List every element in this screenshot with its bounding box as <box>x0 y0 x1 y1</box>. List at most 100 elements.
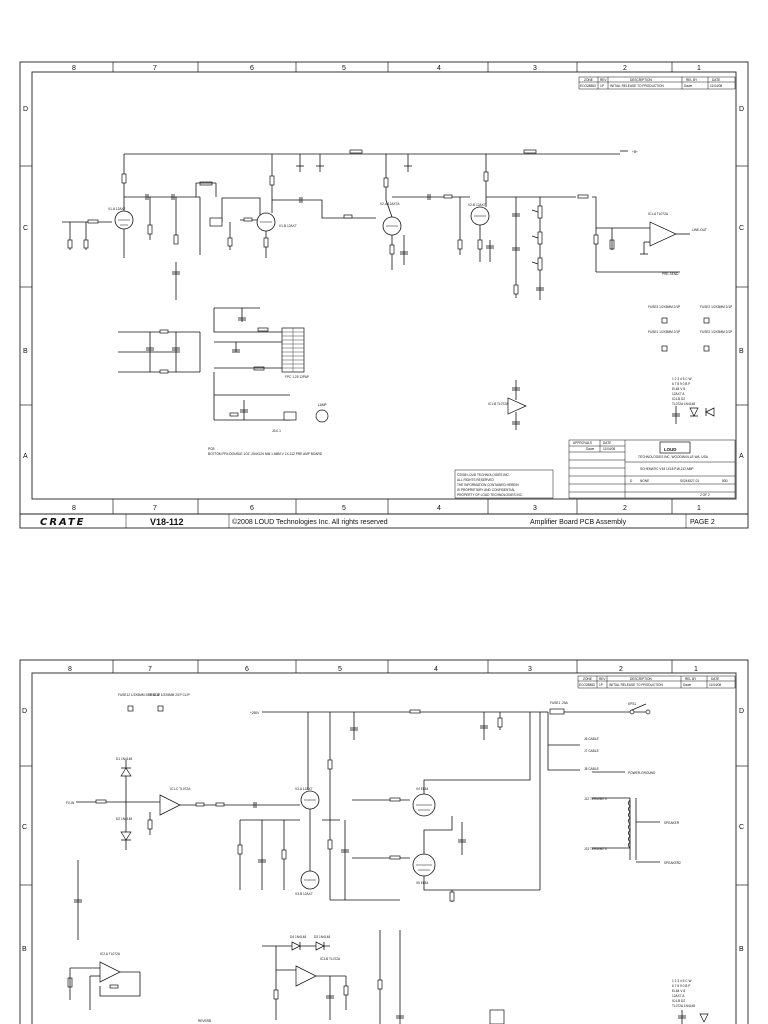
sheet-2: 8 7 6 5 4 3 2 1 D C B D C B ZONE REV DES… <box>19 659 749 1024</box>
zone-col-7-bottom: 7 <box>153 505 157 512</box>
s2-connectors: J6 CABLE J7 CABLE J8 CABLE POWER-GROUND … <box>547 712 681 865</box>
s2-zone-col-2: 2 <box>619 666 623 673</box>
zone-row-d: D <box>23 106 28 113</box>
copyright-block: ©2008 LOUD TECHNOLOGIES INC. ALL RIGHTS … <box>454 469 554 499</box>
zone-col-4: 4 <box>437 65 441 72</box>
s2-zone-col-4: 4 <box>434 666 438 673</box>
tube-v1b-label: V1-B 12AX7 <box>279 224 297 228</box>
s2-opamp-ic2a-symbol <box>99 961 121 983</box>
rev-value-block: 80D <box>722 479 729 483</box>
tube-v2a-label: V2-A 12AX7A <box>380 202 400 206</box>
zone-row-a: A <box>23 453 28 460</box>
rev-description: INITIAL RELEASE TO PRODUCTION <box>610 84 664 88</box>
s2-opamp-ic3b-symbol <box>295 965 317 987</box>
doc-number: S0244527-01 <box>680 479 699 483</box>
s2-d3-symbol <box>315 941 325 951</box>
s2-ic1c-label: IC1-C TL072A <box>170 787 191 791</box>
s2-plus250-label: +250V <box>250 711 260 715</box>
s2-kps1-label: KPS1 <box>628 702 636 706</box>
s2-zone-row-b-right: B <box>739 946 744 953</box>
s2-j13-label: J13 TERM/B/T4 <box>584 847 607 851</box>
crate-logo: CRATE <box>40 517 85 528</box>
zone-row-c-right: C <box>739 225 744 232</box>
s2-d1-symbol <box>120 767 132 777</box>
s2-rev-header-relby: REL BY <box>685 677 697 681</box>
s2-speaker-label: SPEAKER <box>664 821 680 825</box>
zone-col-3-bottom: 3 <box>533 505 537 512</box>
s2-rev-header-zone: ZONE <box>583 677 592 681</box>
s2-zone-col-7: 7 <box>148 666 152 673</box>
s2-output-tubes: V4 EL84 V5 EL84 <box>352 712 541 902</box>
s2-opamp-ic1c-symbol <box>159 794 181 816</box>
s2-zone-row-b: B <box>22 946 27 953</box>
zone-col-6: 6 <box>250 65 254 72</box>
sheet-1: 8 7 6 5 4 3 2 1 8 7 6 5 4 3 2 1 D C B A … <box>19 61 749 529</box>
scale-value: NONE <box>640 479 649 483</box>
opamp-ic1a-label: IC1-A TL072A <box>648 212 669 216</box>
revision-table: ZONE REV DESCRIPTION REL BY DATE ECO2888… <box>578 76 736 90</box>
s2-opamp-ic3b: D4 1N4148 D3 1N4148 IC3-B TL072A <box>262 930 505 1024</box>
zone-row-b: B <box>23 348 28 355</box>
footer-assembly: Amplifier Board PCB Assembly <box>530 519 627 526</box>
rev-date: 11/04/08 <box>710 84 722 88</box>
zone-col-7: 7 <box>153 65 157 72</box>
zone-col-5-bottom: 5 <box>342 505 346 512</box>
s2-d4-label: D4 1N4148 <box>290 935 306 939</box>
pin-legend-6: TL072A 1N4148 <box>672 402 695 406</box>
fuse-2-label: FUSE2 1/2X5MM 2/1P <box>700 305 732 309</box>
s2-revision-table: ZONE REV DESCRIPTION REL BY DATE ECO2888… <box>577 675 736 689</box>
tube-v2b-label: V2-B 12AX7 <box>468 203 486 207</box>
zone-row-c: C <box>23 225 28 232</box>
zone-col-4-bottom: 4 <box>437 505 441 512</box>
s2-zone-row-d: D <box>22 708 27 715</box>
s2-pin-legend-1: 1 2 3 4 5 C W <box>672 979 692 983</box>
second-stage: V2-A 12AX7A V2-B 12AX7 <box>380 171 707 300</box>
copyright-line-5: PROPERTY OF LOUD TECHNOLOGIES INC. <box>457 493 523 497</box>
connector-label: FPC 1.25 12PAP <box>285 375 309 379</box>
fuse-3-label: FUSE3 1/2X5MM 2/1P <box>648 305 680 309</box>
s2-tube-v3b-label: V3-B 12AX7 <box>295 892 313 896</box>
sheet-1-inner-frame <box>31 71 737 500</box>
pin-legend-5: IC4-B D2 <box>672 397 685 401</box>
s2-rev-header-date: DATE <box>711 677 719 681</box>
s2-fx-in-label: FX-IN <box>66 801 75 805</box>
zone-col-2: 2 <box>623 65 627 72</box>
s2-rev-header-description: DESCRIPTION <box>630 677 652 681</box>
company-address: TECHNOLOGIES INC. WOODINVILLE WA. USA <box>638 455 709 459</box>
title-block: APPROVALS DATE Dawe 11/04/08 LOUD TECHNO… <box>568 439 736 499</box>
pin-legend-2: 6 7 8 9 0 B P <box>672 382 690 386</box>
pin-legend: 1 2 3 4 5 C W 6 7 8 9 0 B P EL84 V 8 12A… <box>672 377 715 424</box>
approvals-label: APPROVALS <box>573 441 592 445</box>
s2-tube-v4-label: V4 EL84 <box>416 787 428 791</box>
line-out-label: LINE-OUT <box>692 228 707 232</box>
s2-zone-col-1: 1 <box>694 666 698 673</box>
drawn-by: Dawe <box>586 447 594 451</box>
s2-pin-legend: 1 2 3 4 5 C W 6 7 8 9 0 B P EL84 V 8 12A… <box>672 979 709 1024</box>
rev-header-relby: REL BY <box>686 78 698 82</box>
rev-header-date: DATE <box>712 78 720 82</box>
s2-j7-label: J7 CABLE <box>584 749 599 753</box>
pre-send-label: PRE-SEND <box>662 272 679 276</box>
pin-legend-4: 12AX7 A <box>672 392 685 396</box>
s2-j8-label: J8 CABLE <box>584 767 599 771</box>
b-plus-label: +B+ <box>632 150 638 154</box>
size-value: D <box>630 479 633 483</box>
tube-v1a-label: V1-A 12AX7 <box>108 207 126 211</box>
s2-rev-header-rev: REV <box>599 677 606 681</box>
s2-j12-label: J12 TERM/B/T4 <box>584 797 607 801</box>
rev-header-zone: ZONE <box>584 78 593 82</box>
opamp-ic1a-symbol <box>649 221 677 247</box>
s2-pin-legend-6: TL072A 1N4148 <box>672 1004 695 1008</box>
fuse-clips-top: FUSE3 1/2X5MM 2/1P FUSE2 1/2X5MM 2/1P FU… <box>648 305 732 352</box>
sheet-2-inner-frame <box>31 672 737 1024</box>
s2-rev-date: 11/04/08 <box>709 683 721 687</box>
pin-legend-3: EL84 V 8 <box>672 387 685 391</box>
s2-fuse11-clip <box>157 705 164 712</box>
copyright-line-1: ©2008 LOUD TECHNOLOGIES INC. <box>457 473 510 477</box>
zone-col-8: 8 <box>72 65 76 72</box>
s2-power-ground-label: POWER-GROUND <box>628 771 656 775</box>
copyright-line-3: THE INFORMATION CONTAINED HEREIN <box>457 483 519 487</box>
zone-col-3: 3 <box>533 65 537 72</box>
s2-zone-row-d-right: D <box>739 708 744 715</box>
s2-ic2a-label: IC2-A TL072A <box>100 952 121 956</box>
